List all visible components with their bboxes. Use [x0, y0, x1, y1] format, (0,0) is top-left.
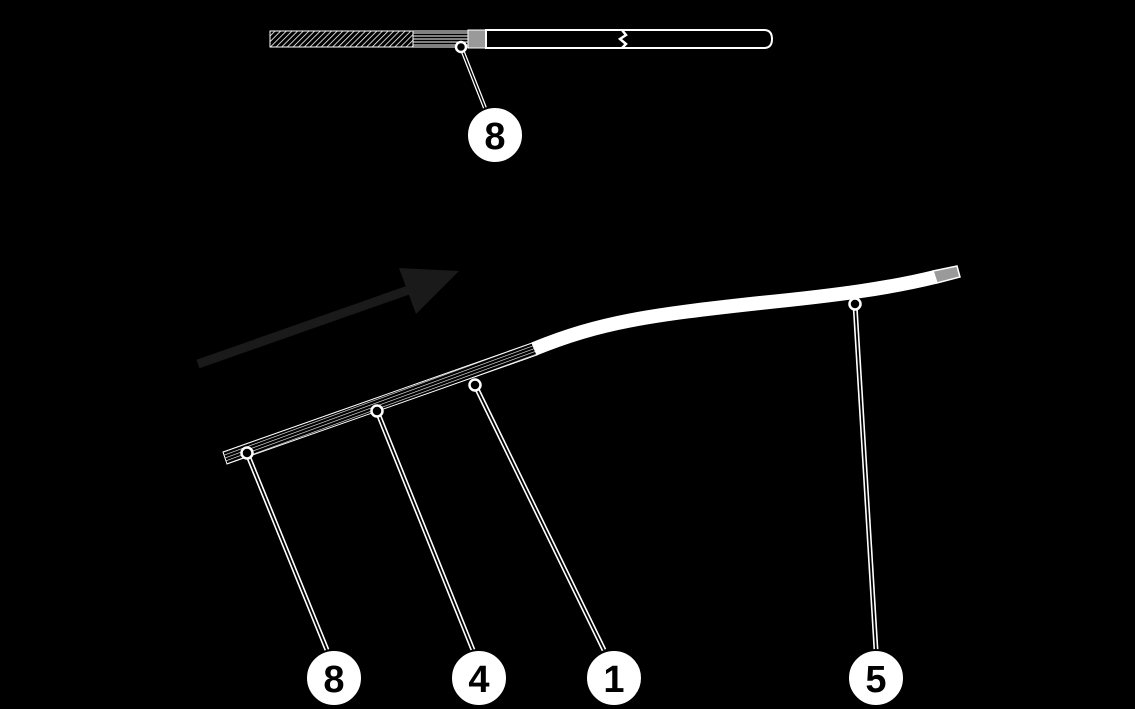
break-mark — [617, 29, 628, 49]
callout-label-top-8: 8 — [484, 116, 505, 158]
direction-arrow — [196, 268, 459, 369]
callout-top-8: 8 — [466, 106, 524, 164]
anchor-dot-top-8 — [454, 40, 468, 54]
anchor-dot-bottom-1 — [468, 378, 482, 392]
callout-label-bottom-1: 1 — [603, 659, 624, 701]
callout-bottom-4: 4 — [450, 649, 508, 707]
anchor-dot-bottom-8 — [240, 446, 254, 460]
callout-bottom-1: 1 — [585, 649, 643, 707]
callout-bottom-5: 5 — [847, 649, 905, 707]
callout-label-bottom-5: 5 — [865, 659, 886, 701]
tube-end-tip — [932, 265, 961, 284]
anchor-dot-bottom-5 — [848, 297, 862, 311]
straight-cable-assembly — [269, 29, 774, 109]
callout-bottom-8: 8 — [305, 649, 363, 707]
anchor-dot-bottom-4 — [370, 404, 384, 418]
outer-tube — [485, 29, 774, 49]
callout-label-bottom-4: 4 — [468, 659, 489, 701]
curved-tube — [531, 270, 937, 356]
callout-label-bottom-8: 8 — [323, 659, 344, 701]
bent-cable-assembly — [196, 265, 961, 652]
braided-section-bent — [222, 342, 538, 465]
braided-section — [269, 30, 414, 48]
leader-lines-bottom — [244, 303, 879, 652]
grey-sleeve — [467, 29, 487, 49]
